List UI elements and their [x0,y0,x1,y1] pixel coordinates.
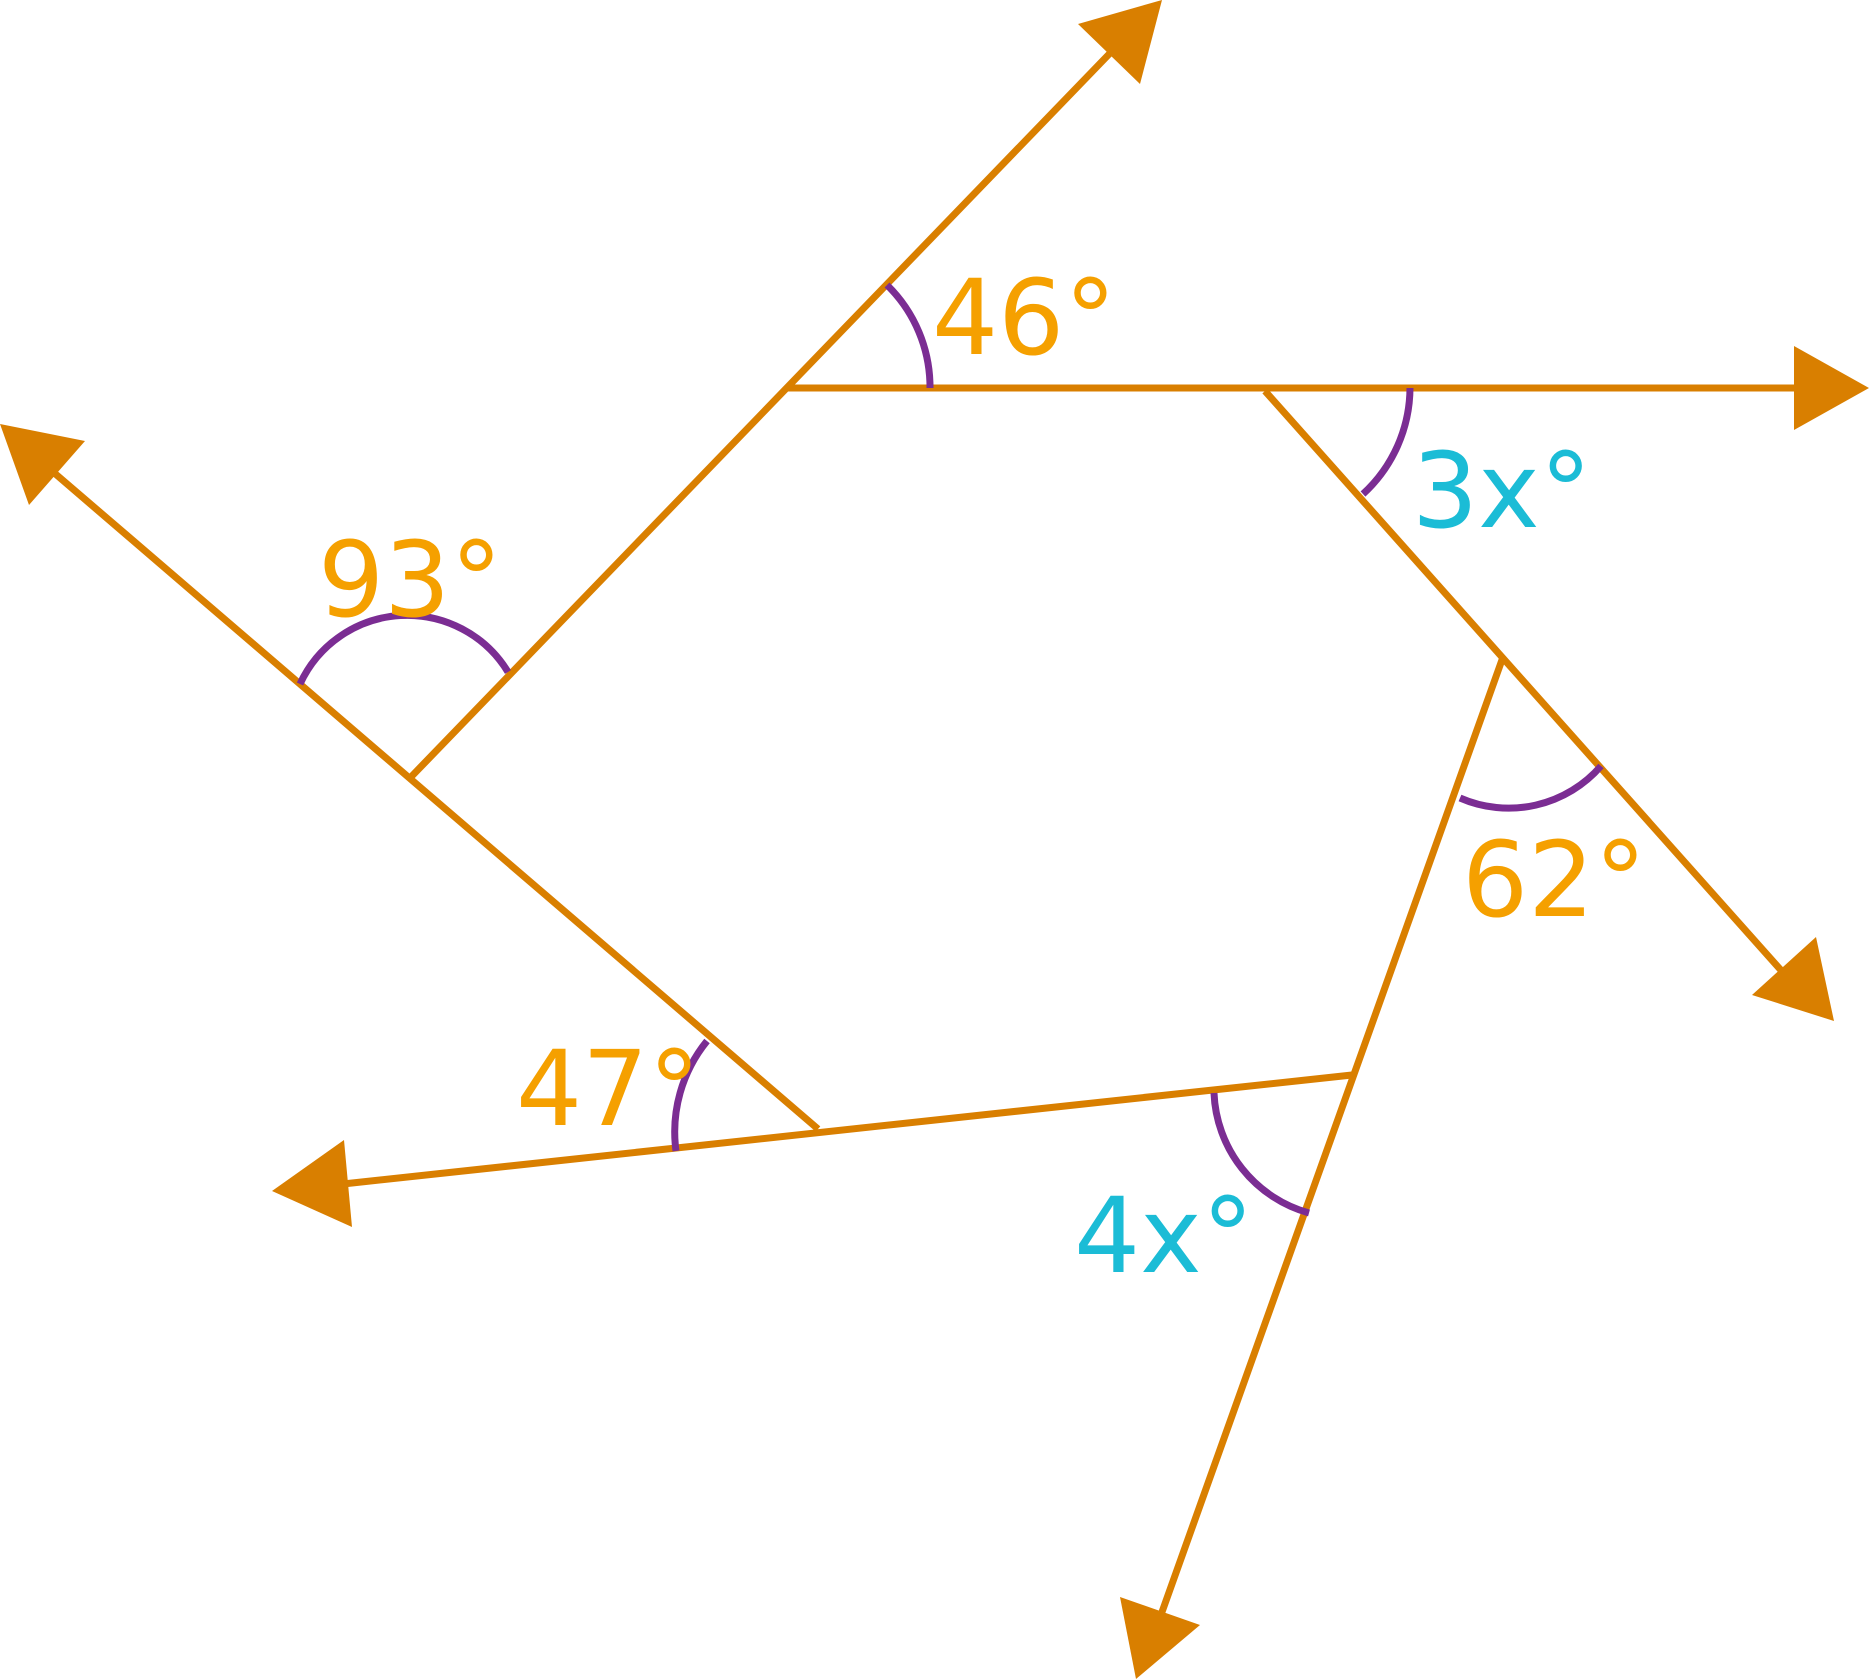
ray-right-steep [1158,655,1507,1614]
arrowhead-upper-right-icon [1078,0,1162,84]
arrowhead-right-icon [1794,346,1869,430]
label-angle-93: 93° [318,519,502,641]
ray-top-left-to-upper-right [407,45,1118,781]
arc-angle-46 [884,282,934,389]
label-angle-4x: 4x° [1074,1175,1254,1297]
arc-angle-4x [1210,1092,1310,1217]
arrowhead-upper-left-icon [0,424,85,505]
arc-angle-3x [1360,387,1414,497]
label-angle-3x: 3x° [1412,430,1592,552]
arrowhead-lower-right-icon [1752,937,1834,1021]
label-angle-46: 46° [932,257,1116,379]
label-angle-47: 47° [516,1028,700,1150]
arc-angle-47 [671,1038,710,1152]
arc-angle-93 [296,611,511,686]
arrowhead-bottom-icon [1120,1597,1200,1679]
arrowhead-lower-left-icon [272,1140,352,1227]
ray-upper-right-diagonal [1262,388,1790,980]
ray-lower-left-diagonal [49,468,821,1132]
arc-angle-62 [1458,763,1604,812]
label-angle-62: 62° [1462,819,1646,941]
ray-bottom-side [342,1071,1353,1188]
